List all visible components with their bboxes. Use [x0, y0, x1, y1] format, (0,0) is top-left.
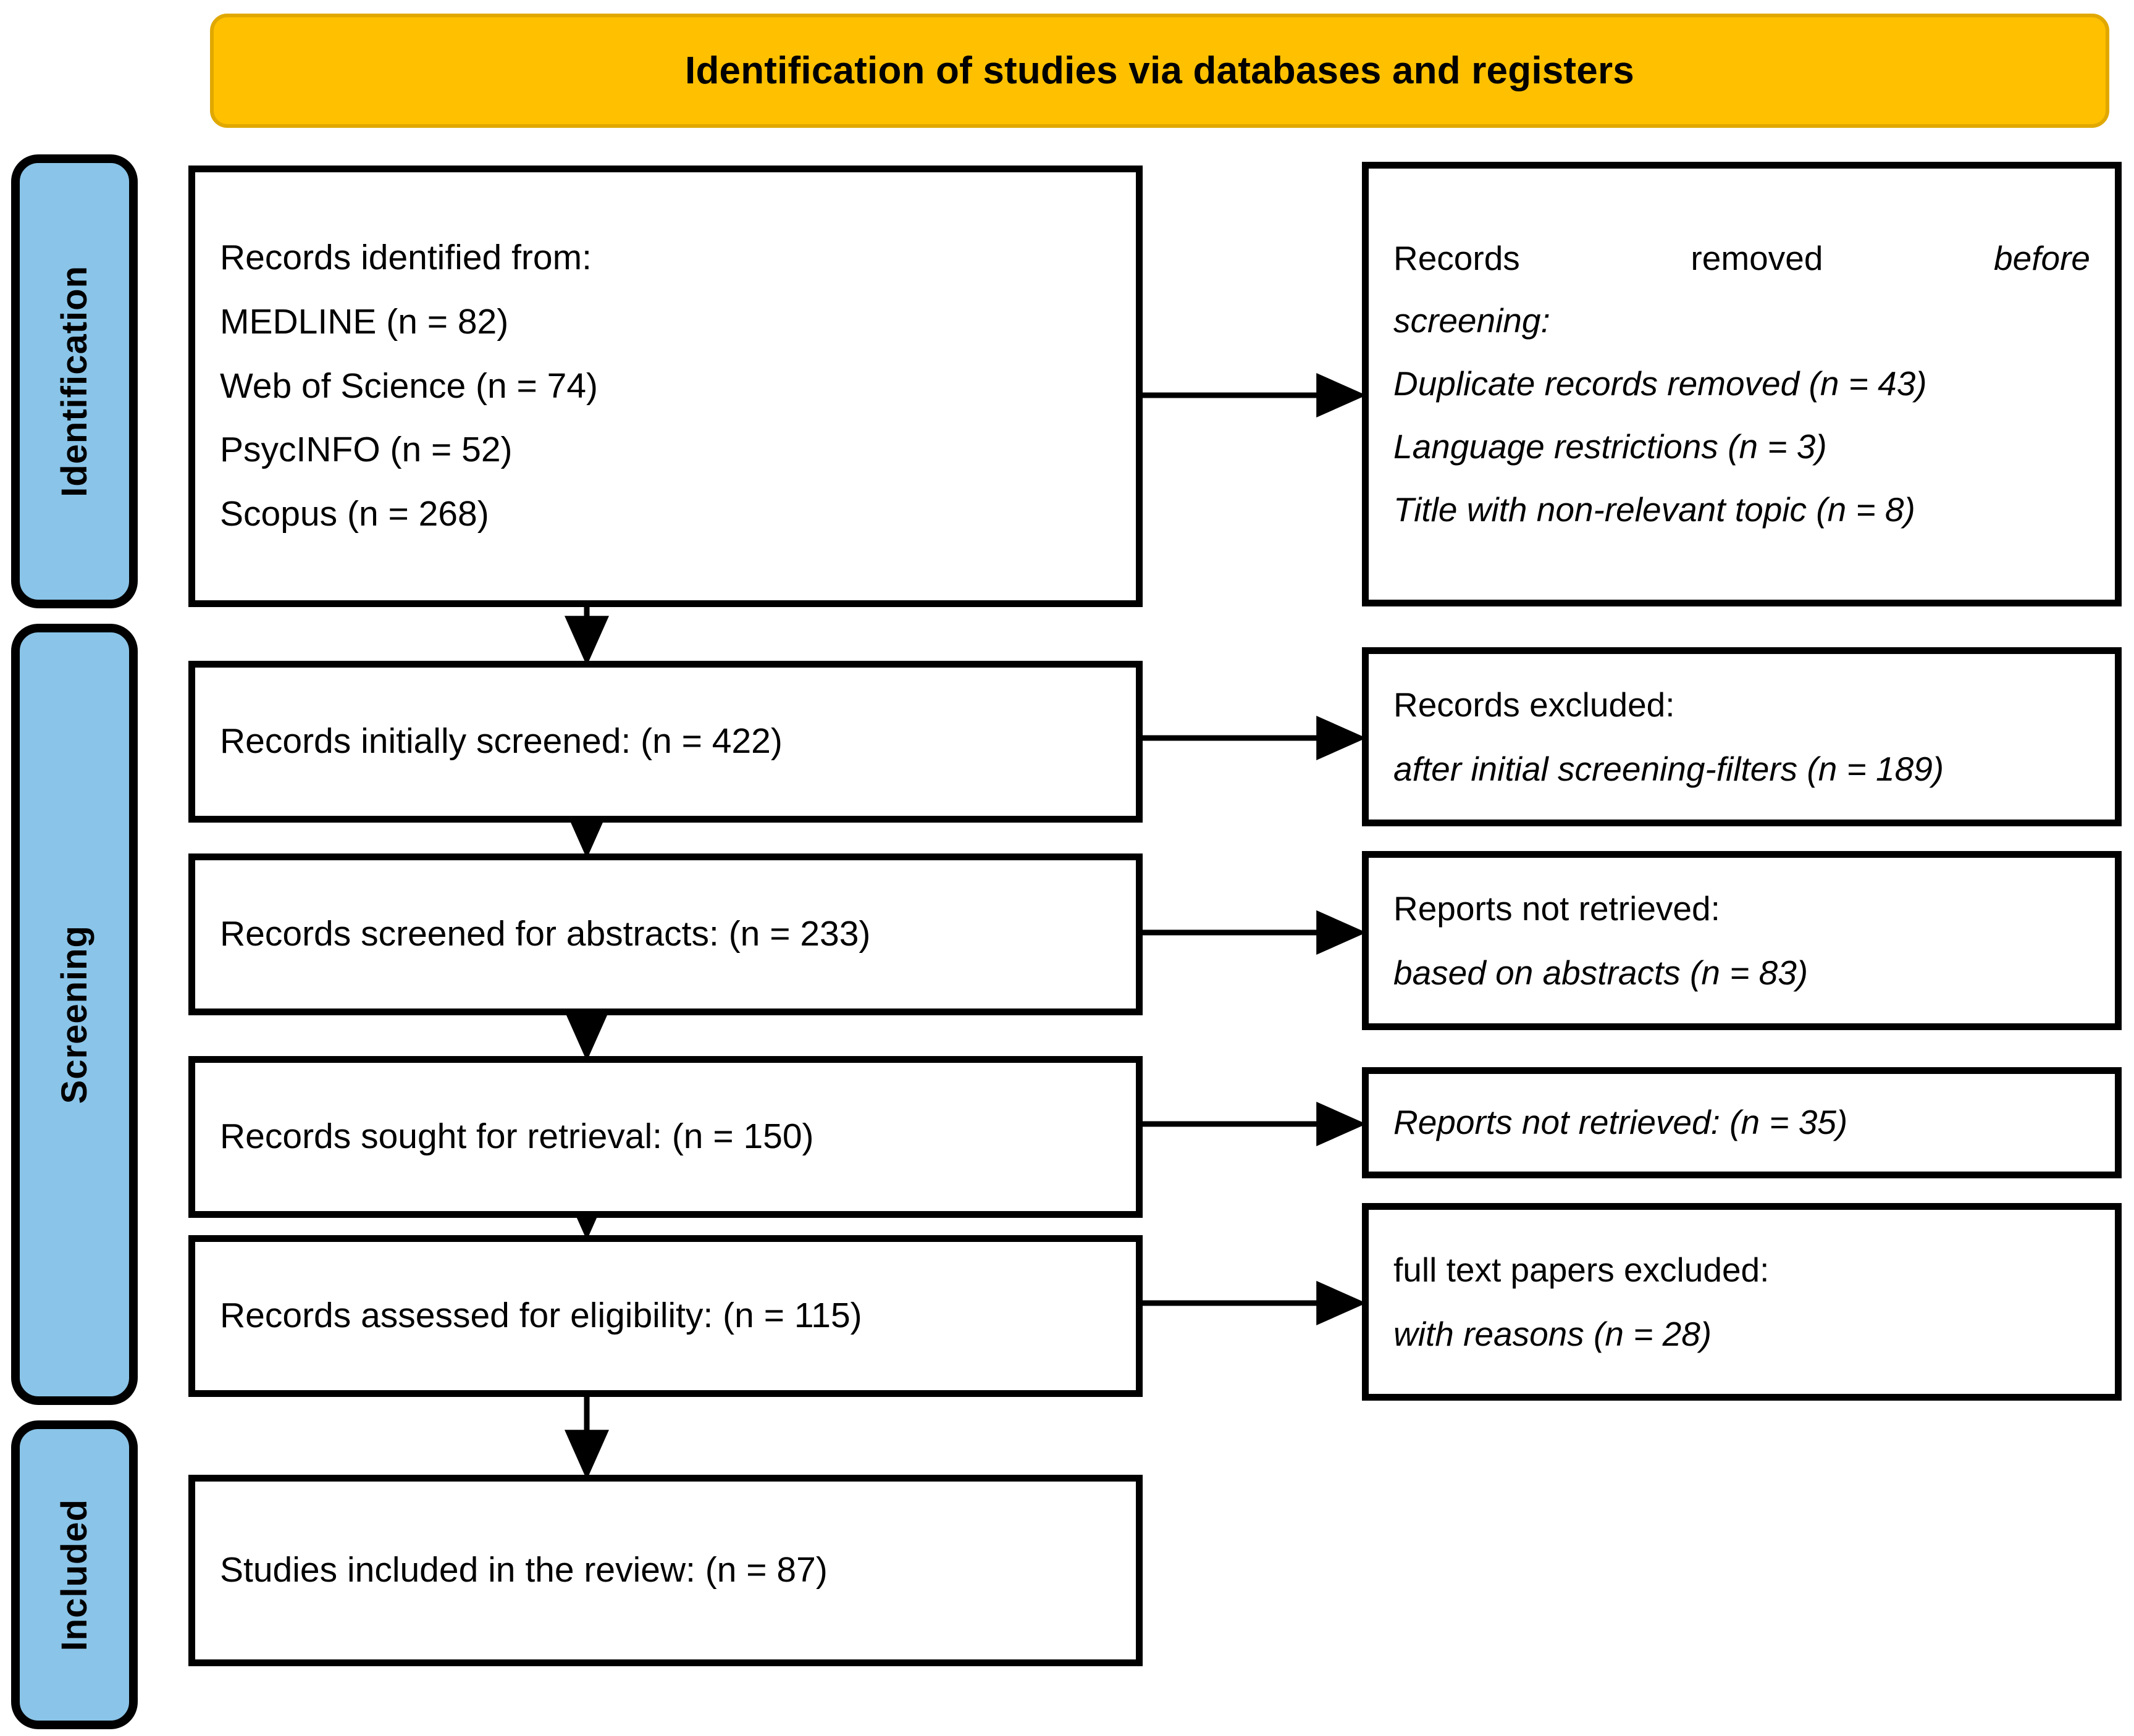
reason-language-restrictions: Language restrictions (n = 3)	[1393, 427, 1827, 466]
stage-label-included: Included	[11, 1420, 138, 1729]
source-web-of-science: Web of Science (n = 74)	[220, 366, 599, 406]
records-excluded-detail: after initial screening-filters (n = 189…	[1393, 750, 1944, 788]
records-removed-heading-tail: screening:	[1393, 290, 2090, 353]
box-full-text-papers-excluded: full text papers excluded: with reasons …	[1362, 1203, 2122, 1401]
source-psycinfo: PsycINFO (n = 52)	[220, 430, 513, 470]
records-removed-heading-italic-2: screening	[1393, 301, 1541, 340]
source-scopus: Scopus (n = 268)	[220, 494, 489, 534]
records-removed-heading-plain: Records removed	[1393, 238, 1994, 277]
source-medline: MEDLINE (n = 82)	[220, 301, 509, 342]
records-removed-heading: Records removed before	[1393, 227, 2090, 290]
box-records-initially-screened: Records initially screened: (n = 422)	[188, 661, 1143, 823]
records-initially-screened-text: Records initially screened: (n = 422)	[220, 721, 783, 761]
stage-label-screening: Screening	[11, 624, 138, 1405]
reason-duplicate-records: Duplicate records removed (n = 43)	[1393, 364, 1927, 403]
reports-not-retrieved-heading: Reports not retrieved:	[1393, 889, 1720, 928]
records-excluded-heading: Records excluded:	[1393, 685, 1675, 724]
reason-non-relevant-title: Title with non-relevant topic (n = 8)	[1393, 490, 1915, 529]
reports-not-retrieved-detail: based on abstracts (n = 83)	[1393, 954, 1808, 992]
box-reports-not-retrieved: Reports not retrieved: (n = 35)	[1362, 1067, 2122, 1178]
records-removed-colon: :	[1540, 301, 1550, 340]
box-records-excluded: Records excluded: after initial screenin…	[1362, 647, 2122, 826]
records-screened-abstracts-text: Records screened for abstracts: (n = 233…	[220, 914, 871, 954]
reports-not-retrieved-35-text: Reports not retrieved: (n = 35)	[1393, 1103, 1848, 1142]
box-studies-included: Studies included in the review: (n = 87)	[188, 1475, 1143, 1666]
box-records-screened-for-abstracts: Records screened for abstracts: (n = 233…	[188, 853, 1143, 1015]
box-records-identified: Records identified from: MEDLINE (n = 82…	[188, 166, 1143, 607]
stage-label-identification-text: Identification	[54, 266, 95, 497]
stage-label-identification: Identification	[11, 154, 138, 608]
records-sought-retrieval-text: Records sought for retrieval: (n = 150)	[220, 1117, 814, 1157]
full-text-excluded-heading: full text papers excluded:	[1393, 1250, 1770, 1289]
box-records-assessed-for-eligibility: Records assessed for eligibility: (n = 1…	[188, 1235, 1143, 1397]
full-text-excluded-detail: with reasons (n = 28)	[1393, 1315, 1712, 1353]
records-assessed-eligibility-text: Records assessed for eligibility: (n = 1…	[220, 1296, 862, 1336]
records-removed-heading-italic: before	[1994, 238, 2090, 277]
box-records-removed-before-screening: Records removed before screening: Duplic…	[1362, 162, 2122, 606]
diagram-header-banner: Identification of studies via databases …	[210, 14, 2109, 128]
records-identified-heading: Records identified from:	[220, 238, 592, 278]
stage-label-screening-text: Screening	[54, 925, 95, 1104]
box-records-sought-for-retrieval: Records sought for retrieval: (n = 150)	[188, 1056, 1143, 1218]
diagram-title: Identification of studies via databases …	[685, 49, 1634, 92]
box-reports-not-retrieved-abstracts: Reports not retrieved: based on abstract…	[1362, 851, 2122, 1030]
studies-included-text: Studies included in the review: (n = 87)	[220, 1550, 828, 1590]
stage-label-included-text: Included	[54, 1498, 95, 1651]
